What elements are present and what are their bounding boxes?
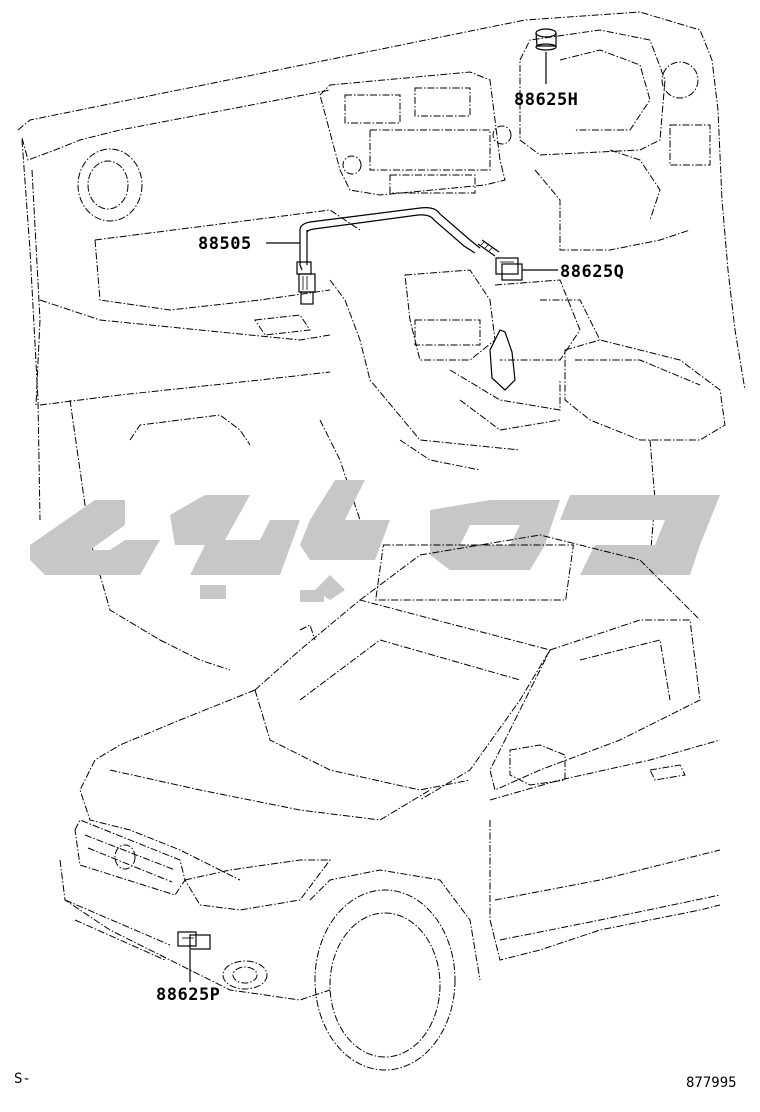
watermark-logo <box>30 480 720 602</box>
footer-left-code: S- <box>14 1071 31 1087</box>
wire-harness-88505 <box>296 207 500 305</box>
vehicle-illustration <box>59 534 721 1071</box>
illustration-number: 877995 <box>686 1075 737 1091</box>
part-label-88625H[interactable]: 88625H <box>514 90 579 110</box>
dashboard-illustration <box>17 11 746 641</box>
sensor-88625Q <box>495 257 523 281</box>
part-label-88625Q[interactable]: 88625Q <box>560 262 625 282</box>
part-label-88505[interactable]: 88505 <box>198 234 252 254</box>
sensor-88625H <box>535 28 557 51</box>
sensor-88625P <box>177 931 211 950</box>
part-label-88625P[interactable]: 88625P <box>156 985 221 1005</box>
